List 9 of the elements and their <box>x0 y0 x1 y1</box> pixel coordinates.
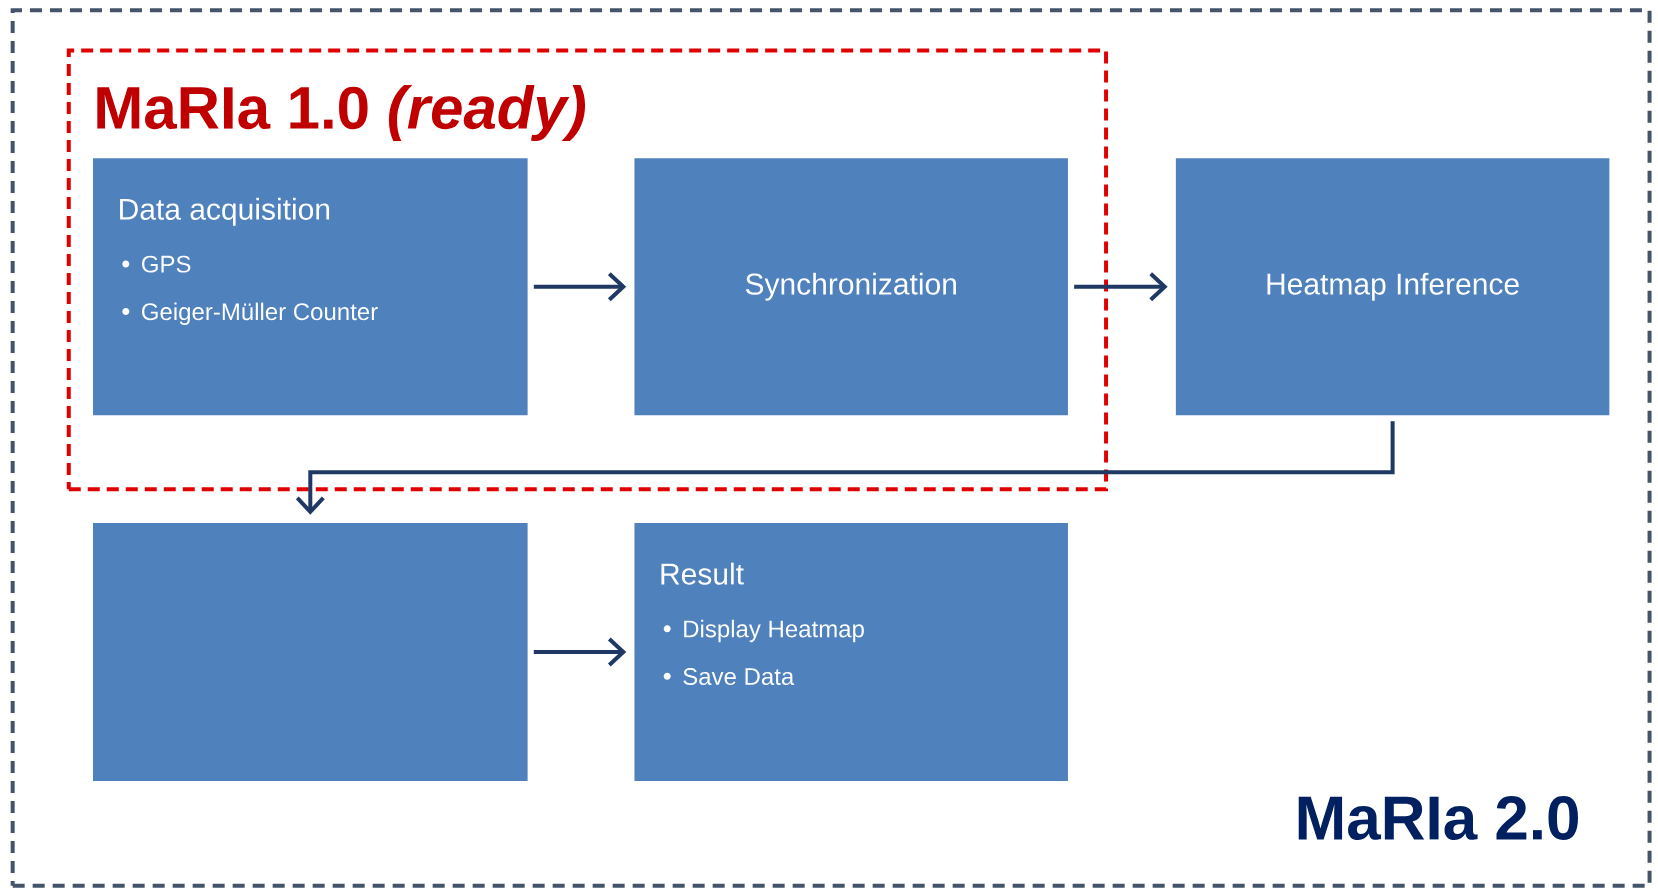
arrow <box>533 272 627 302</box>
arrow <box>533 637 627 667</box>
process-box <box>93 523 528 781</box>
process-box: Heatmap Inference <box>1175 158 1610 416</box>
process-box: Synchronization <box>634 158 1068 416</box>
arrow <box>1074 272 1168 302</box>
process-box: Result Display Heatmap Save Data <box>634 523 1068 781</box>
process-box: Data acquisition GPS Geiger-Müller Counter <box>93 158 528 416</box>
arrow <box>295 421 1395 515</box>
